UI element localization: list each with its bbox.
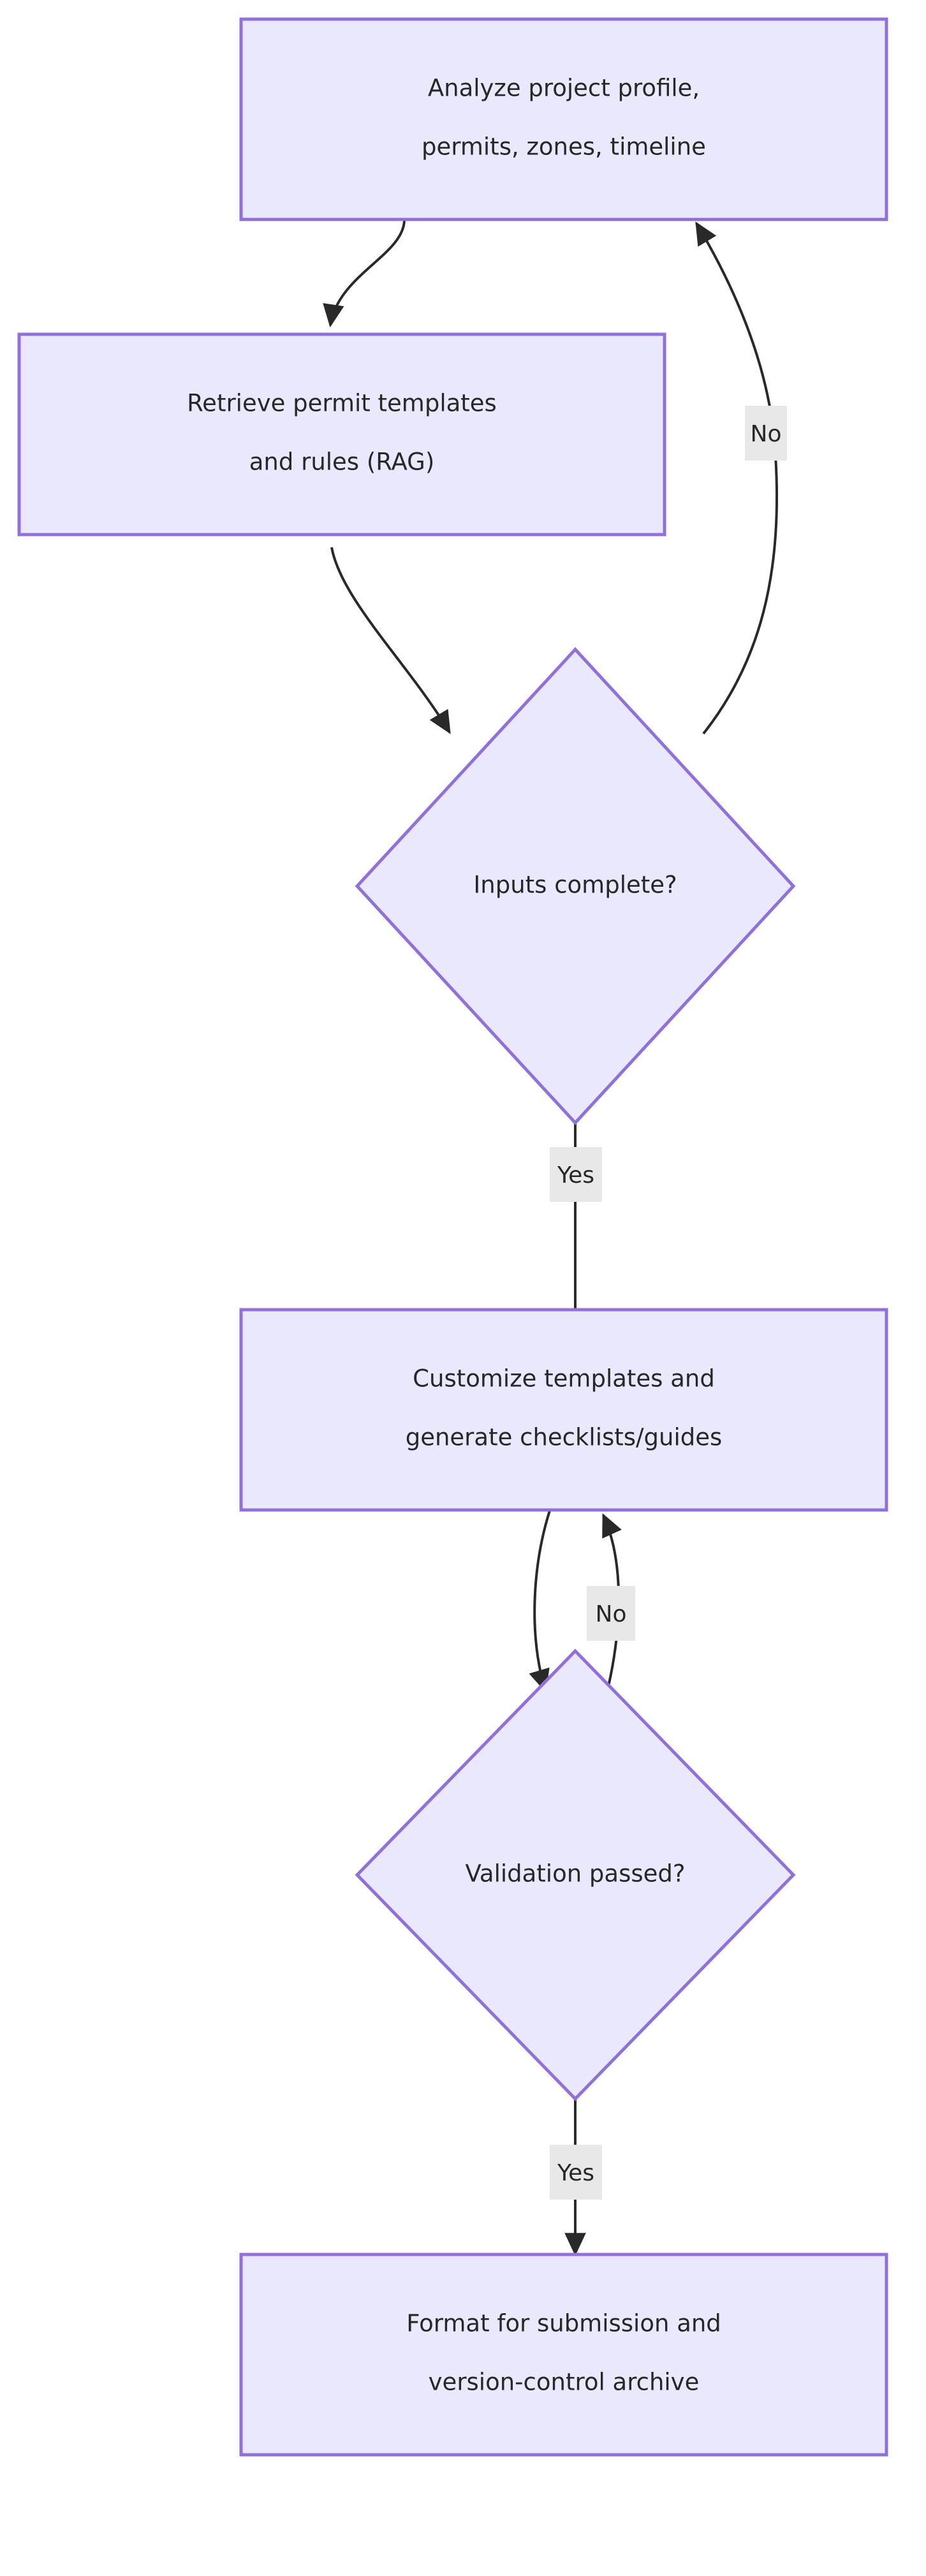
node-retrieve[interactable]: Retrieve permit templates and rules (RAG… — [17, 332, 666, 537]
node-analyze-label-line1: Analyze project profile, — [428, 75, 700, 102]
node-inputs-complete[interactable]: Inputs complete? — [355, 647, 796, 1125]
edge-analyze-to-retrieve — [323, 219, 406, 328]
node-retrieve-shape[interactable] — [17, 332, 666, 537]
node-customize-shape[interactable] — [239, 1308, 888, 1512]
node-retrieve-label-line2: and rules (RAG) — [249, 448, 435, 476]
edge-path — [323, 219, 406, 328]
node-customize[interactable]: Customize templates and generate checkli… — [239, 1308, 888, 1512]
edge-label-background — [587, 1586, 635, 1641]
node-customize-label-line1: Customize templates and — [413, 1365, 715, 1393]
node-format-label-line1: Format for submission and — [406, 2310, 721, 2337]
edge-retrieve-to-inputs-complete — [330, 547, 451, 734]
node-inputs-complete-label: Inputs complete? — [473, 871, 677, 899]
edge-customize-to-validation-passed — [529, 1510, 551, 1693]
edge-inputs-complete-to-analyze: No — [695, 221, 787, 735]
node-analyze-shape[interactable] — [239, 17, 888, 221]
node-validation-passed[interactable]: Validation passed? — [355, 1648, 796, 2101]
edge-label: Yes — [557, 2160, 594, 2186]
edge-label: No — [751, 421, 782, 447]
edge-label: Yes — [557, 1162, 594, 1188]
node-format-label-line2: version-control archive — [429, 2369, 700, 2396]
node-validation-passed-shape[interactable] — [355, 1648, 796, 2101]
edge-label-background — [745, 406, 787, 461]
node-analyze[interactable]: Analyze project profile, permits, zones,… — [239, 17, 888, 221]
edge-validation-passed-to-format: Yes — [550, 2099, 602, 2256]
edge-label-background — [550, 1147, 602, 1202]
node-format-shape[interactable] — [239, 2253, 888, 2457]
node-validation-passed-label: Validation passed? — [465, 1860, 685, 1888]
edge-label-background — [550, 2145, 602, 2200]
node-analyze-label-line2: permits, zones, timeline — [422, 133, 706, 161]
edge-validation-passed-to-customize: No — [587, 1513, 635, 1698]
edge-path — [330, 547, 451, 734]
edge-inputs-complete-to-customize: Yes — [550, 1123, 602, 1376]
node-inputs-complete-shape[interactable] — [355, 647, 796, 1125]
edge-path — [695, 221, 779, 735]
node-retrieve-label-line1: Retrieve permit templates — [187, 390, 497, 417]
edge-label: No — [596, 1601, 627, 1627]
node-format[interactable]: Format for submission and version-contro… — [239, 2253, 888, 2457]
node-customize-label-line2: generate checklists/guides — [406, 1424, 723, 1451]
edge-path — [529, 1510, 551, 1693]
